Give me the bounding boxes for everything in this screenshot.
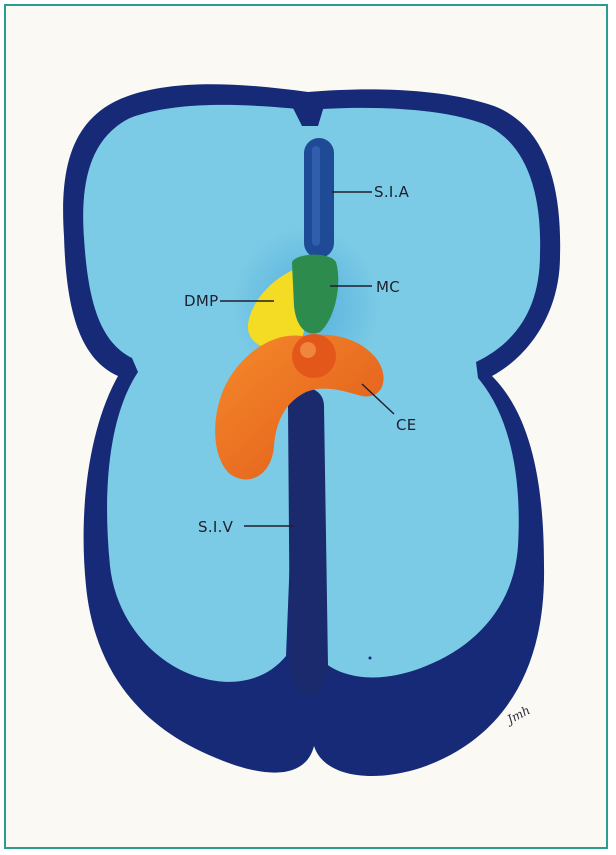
central-node-highlight [300, 342, 316, 358]
anatomical-illustration: S.I.A MC DMP CE S.I.V Jmh [6, 6, 608, 849]
siv-vessel [288, 388, 328, 696]
label-dmp: DMP [184, 292, 218, 310]
label-sia: S.I.A [374, 183, 410, 201]
central-node [292, 334, 336, 378]
artist-signature: Jmh [502, 703, 532, 728]
speck [369, 657, 372, 660]
figure-frame: S.I.A MC DMP CE S.I.V Jmh [4, 4, 608, 849]
label-mc: MC [376, 278, 400, 296]
label-siv: S.I.V [198, 518, 234, 536]
sia-highlight [312, 146, 320, 246]
label-ce: CE [396, 416, 417, 434]
